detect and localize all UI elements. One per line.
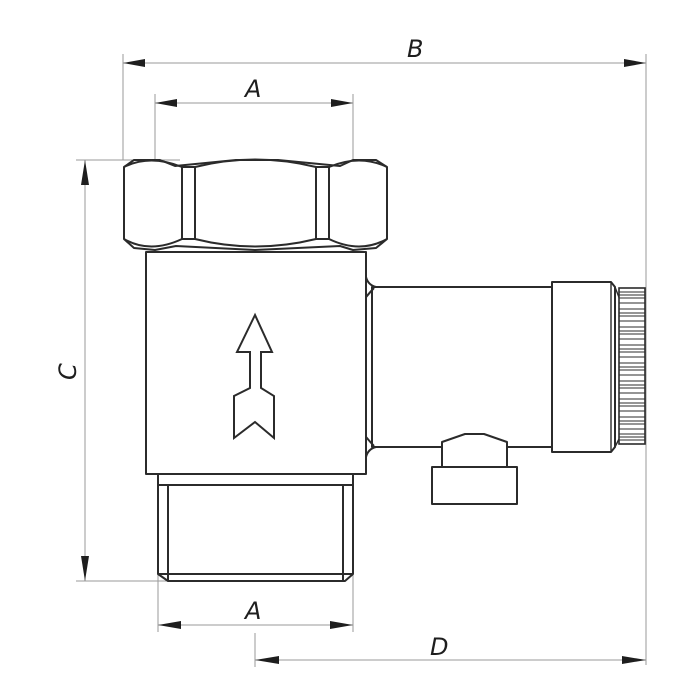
arrowhead-icon: [255, 656, 279, 664]
hex-face-bottom-curve: [194, 238, 317, 248]
saddle-fillet-bottom: [365, 446, 377, 458]
arrowhead-icon: [155, 99, 177, 107]
hex-right-bottom-curve: [328, 238, 388, 248]
side-branch: [330, 276, 646, 505]
dimension-a-top: A: [154, 75, 354, 160]
outlet-collar: [157, 473, 354, 486]
arrowhead-icon: [123, 59, 145, 67]
dimension-label-b: B: [407, 35, 423, 63]
hex-face-top-curve: [194, 158, 317, 168]
drain-nut: [431, 466, 518, 505]
arrowhead-icon: [622, 656, 646, 664]
saddle-fillet-top: [365, 276, 377, 288]
dimension-c: C: [54, 159, 180, 582]
arrowhead-icon: [331, 99, 353, 107]
hex-nut-outline: [123, 159, 388, 251]
arrowhead-icon: [330, 621, 353, 629]
arrowhead-icon: [158, 621, 181, 629]
dimension-label-d: D: [430, 633, 448, 661]
hex-nut: [123, 158, 388, 251]
arrowhead-icon: [624, 59, 646, 67]
dimension-label-c: C: [54, 363, 82, 380]
hex-flat-right: [315, 166, 330, 240]
dimension-label-a-top: A: [243, 75, 261, 103]
threaded-outlet: [157, 473, 354, 582]
dimension-d: D: [254, 633, 646, 667]
dimension-a-bottom: A: [157, 575, 354, 632]
hex-left-bottom-curve: [123, 238, 183, 248]
hex-right-top-curve: [328, 159, 388, 168]
arrowhead-icon: [81, 556, 89, 581]
dimension-b: B: [122, 35, 647, 665]
flow-direction-arrow-icon: [233, 312, 275, 441]
dimension-label-a-bottom: A: [243, 597, 261, 625]
cap-ring: [551, 281, 616, 453]
arrowhead-icon: [81, 160, 89, 185]
side-branch-body: [371, 286, 553, 448]
hex-left-top-curve: [123, 159, 183, 168]
drain-outlet: [431, 433, 518, 505]
hex-flat-left: [181, 166, 196, 240]
knurled-knob: [618, 287, 646, 445]
drain-neck: [441, 433, 508, 469]
outlet-thread-body: [157, 484, 354, 582]
